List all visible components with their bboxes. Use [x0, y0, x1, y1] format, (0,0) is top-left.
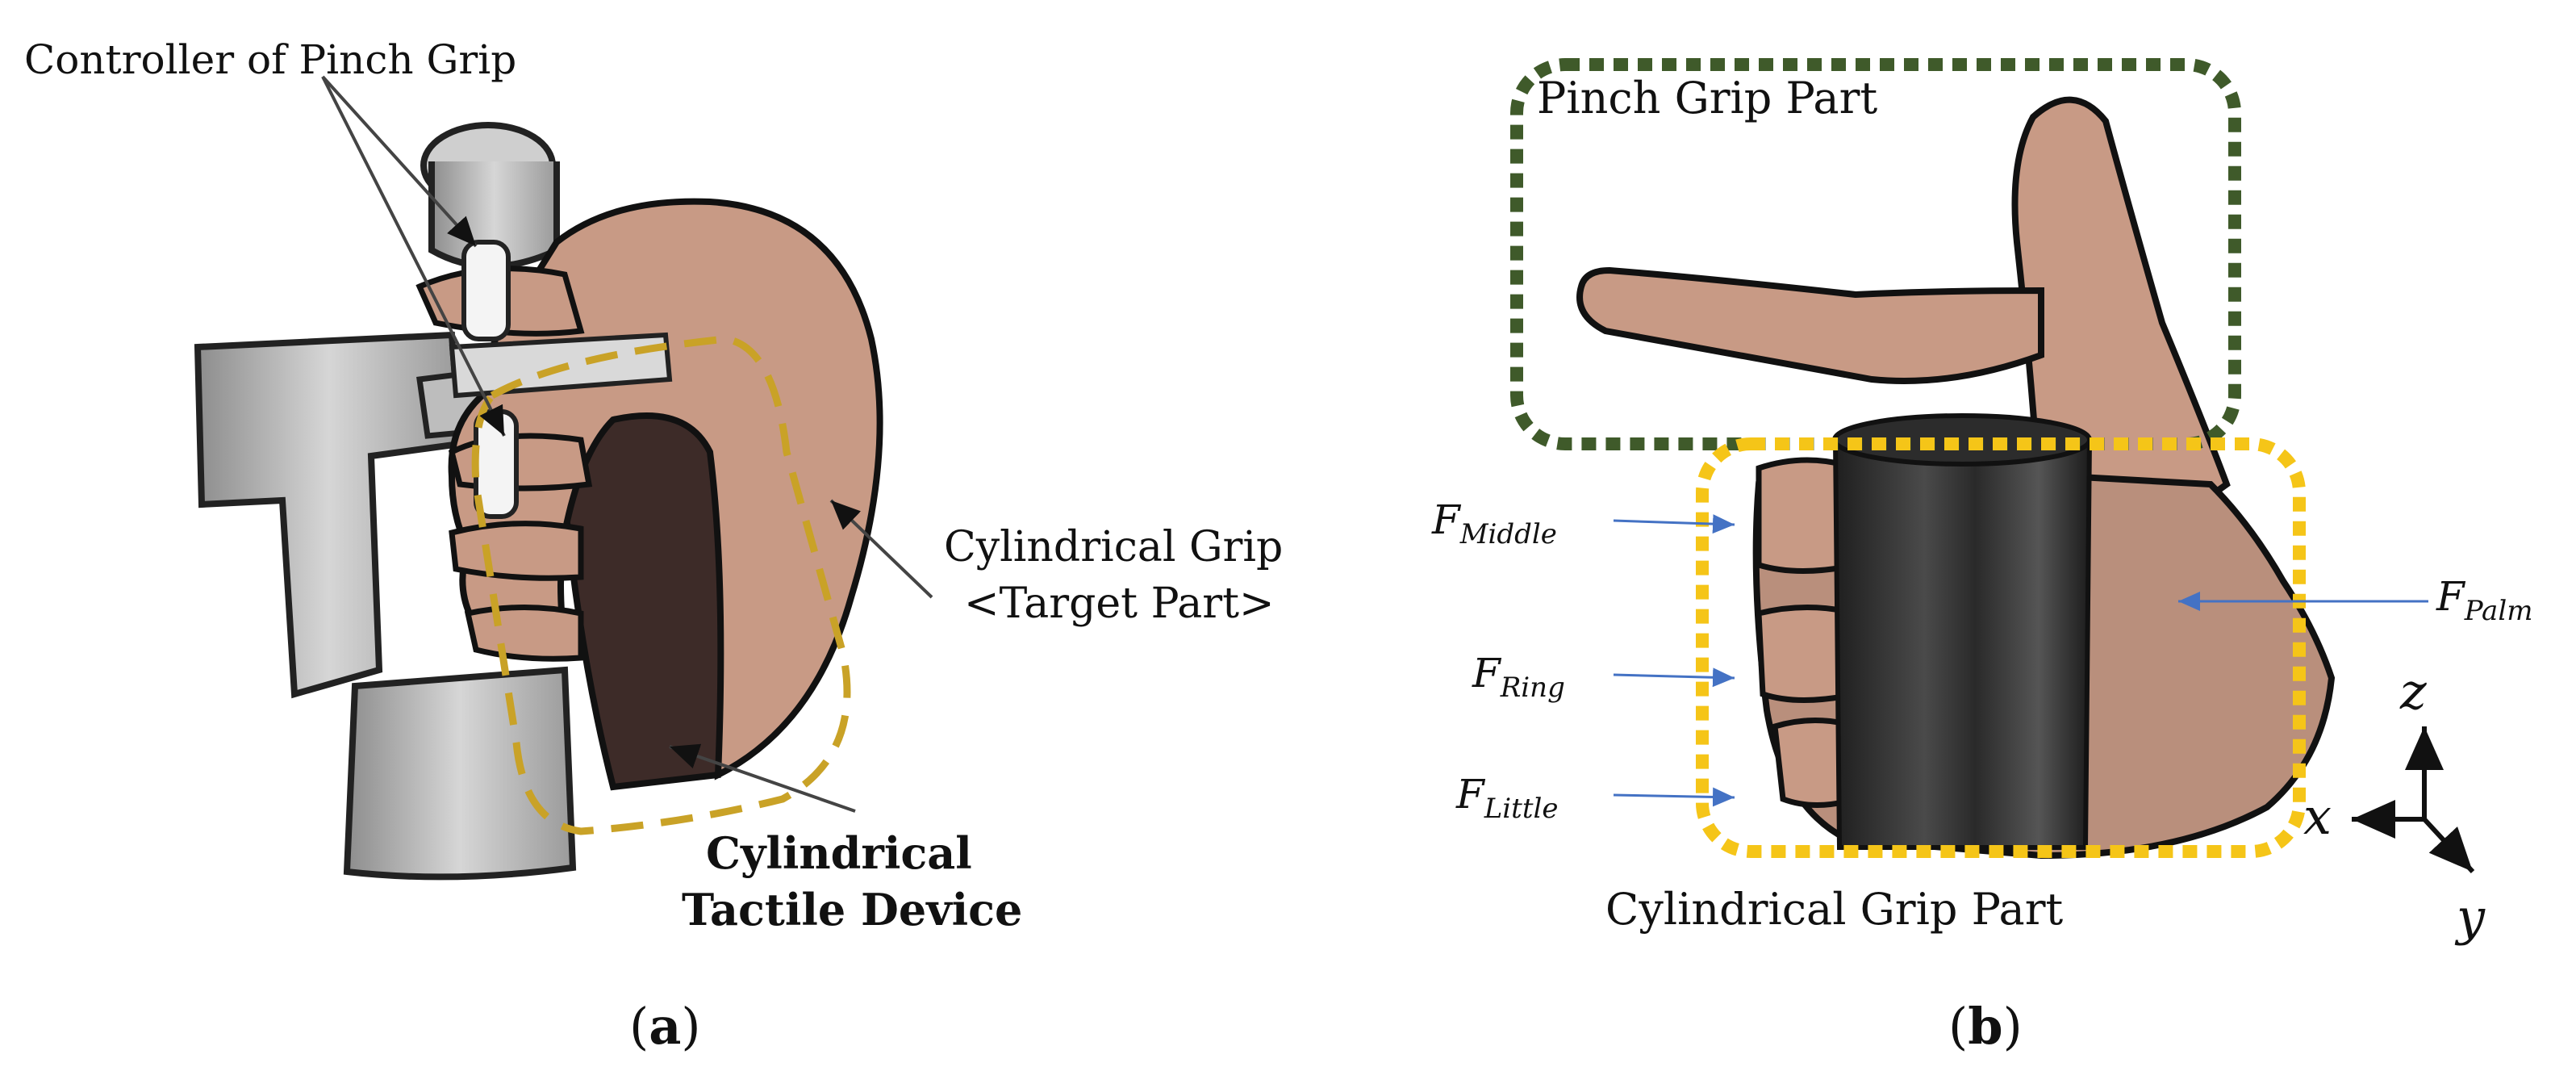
- cylindrical-device-label-line1: Cylindrical: [706, 827, 972, 879]
- force-arrow-ring: [1613, 667, 1735, 688]
- force-label-middle: FMiddle: [1432, 496, 1557, 550]
- force-label-little: FLittle: [1456, 771, 1559, 825]
- pinch-grip-part-label: Pinch Grip Part: [1537, 73, 1878, 123]
- target-part-label: <Target Part>: [964, 580, 1275, 628]
- index-finger-b: [1576, 266, 2044, 384]
- force-label-palm: FPalm: [2436, 573, 2533, 627]
- cylindrical-grip-box: [1696, 437, 2306, 858]
- black-cylinder-b: [1832, 413, 2093, 850]
- caption-a: (a): [629, 997, 701, 1056]
- panel-a-illustration: [194, 75, 933, 881]
- target-region-outline-a: [471, 335, 851, 835]
- cylindrical-grip-part-label: Cylindrical Grip Part: [1605, 884, 2064, 935]
- cylindrical-device-label-line2: Tactile Device: [682, 884, 1023, 935]
- caption-b: (b): [1948, 997, 2023, 1056]
- controller-of-pinch-grip-label: Controller of Pinch Grip: [24, 36, 517, 83]
- axes-triad: [2352, 726, 2475, 874]
- cylindrical-grip-label: Cylindrical Grip: [944, 523, 1284, 571]
- force-label-ring: FRing: [1472, 650, 1565, 704]
- panel-b-illustration: [1510, 58, 2475, 874]
- force-arrow-middle: [1613, 514, 1735, 534]
- axis-z-label: z: [2400, 662, 2427, 721]
- axis-x-label: x: [2303, 787, 2332, 846]
- force-arrow-little: [1613, 787, 1735, 807]
- axis-y-label: y: [2457, 888, 2486, 947]
